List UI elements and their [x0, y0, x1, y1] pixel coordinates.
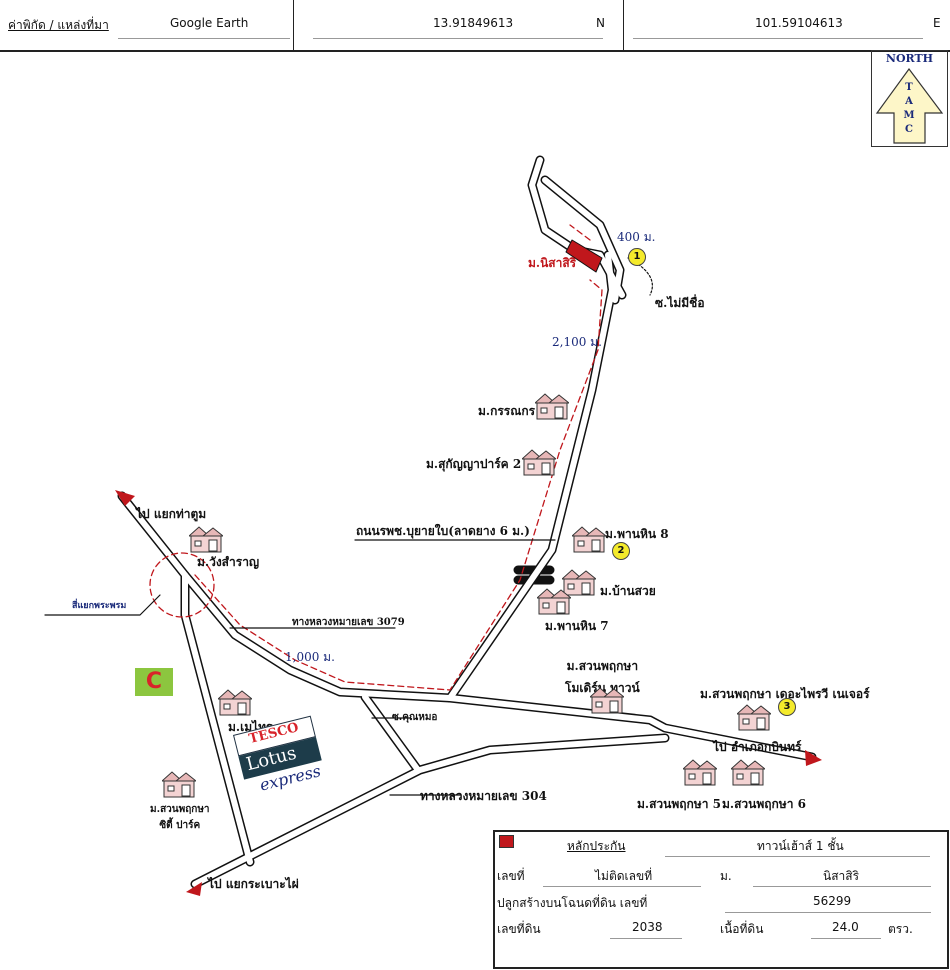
collateral-legend: หลักประกัน ทาวน์เฮ้าส์ 1 ชั้น เลขที่ ไม่…: [493, 830, 949, 969]
label-2100m: 2,100 ม.: [552, 335, 602, 349]
latitude-dir: N: [596, 16, 605, 30]
badge-2: 2: [612, 542, 630, 560]
label-intersection: สี่แยกพระพรม: [72, 601, 127, 611]
legend-deed-value: 56299: [813, 894, 852, 908]
direction-arrows: [115, 490, 822, 896]
north-letter: A: [905, 96, 913, 107]
longitude-dir: E: [933, 16, 941, 30]
label-road-rpch: ถนนรพช.บุยายใบ(ลาดยาง 6 ม.): [356, 524, 530, 538]
house-icon: [537, 588, 571, 615]
label-1000m: 1,000 ม.: [285, 650, 335, 664]
label-wangsamran: ม.วังสำราญ: [197, 555, 260, 569]
north-arrow-icon: [875, 67, 944, 144]
pointer-lines: [44, 257, 653, 796]
coordinate-header: ค่าพิกัด / แหล่งที่มา Google Earth 13.91…: [0, 0, 950, 52]
bigc-logo: C: [135, 668, 173, 696]
house-icon: [535, 393, 569, 420]
north-letter: T: [905, 82, 913, 93]
house-icon: [731, 759, 765, 786]
label-hwy304: ทางหลวงหมายเลข 304: [420, 789, 547, 803]
legend-village-label: ม.: [720, 869, 732, 883]
source-value: Google Earth: [170, 16, 249, 30]
label-nisasiri: ม.นิสาสิริ: [528, 256, 577, 270]
label-kornnakorn: ม.กรรณกร: [478, 404, 536, 418]
house-icon: [572, 526, 606, 553]
legend-village-value: นิสาสิริ: [823, 869, 860, 883]
latitude-cell: 13.91849613 N: [293, 0, 624, 50]
house-icon: [162, 771, 196, 798]
badge-1: 1: [628, 248, 646, 266]
legend-land-no-label: เลขที่ดิน: [497, 922, 541, 936]
label-soi-no-name: ซ.ไม่มีชื่อ: [655, 296, 705, 310]
legend-deed-label: ปลูกสร้างบนโฉนดที่ดิน เลขที่: [497, 896, 648, 910]
north-arrow: NORTH T A M C: [871, 50, 948, 147]
label-400m: 400 ม.: [617, 230, 656, 244]
legend-land-no-value: 2038: [632, 920, 663, 934]
latitude-value: 13.91849613: [433, 16, 514, 30]
collateral-marker-icon: [499, 835, 514, 848]
north-title: NORTH: [885, 52, 934, 65]
label-hwy3079: ทางหลวงหมายเลข 3079: [292, 617, 405, 628]
label-to-thatum: ไป แยกท่าตูม: [136, 507, 207, 521]
longitude-value: 101.59104613: [755, 16, 843, 30]
house-icon: [218, 689, 252, 716]
house-icon: [522, 449, 556, 476]
legend-no-value: ไม่ติดเลขที่: [595, 869, 653, 883]
route-dashed-line: [149, 224, 603, 691]
label-suanpruksa5: ม.สวนพฤกษา 5: [637, 797, 721, 811]
target-property-marker: [565, 239, 603, 273]
source-cell: ค่าพิกัด / แหล่งที่มา Google Earth: [0, 0, 294, 50]
label-to-krabao: ไป แยกระเบาะไผ่: [208, 877, 299, 891]
label-phanhin7: ม.พานหิน 7: [545, 619, 609, 633]
label-bansuay: ม.บ้านสวย: [600, 584, 656, 598]
house-icon: [737, 704, 771, 731]
label-to-kabin: ไป อำเภอกบินทร์: [713, 740, 802, 754]
label-suanpruksa-forest: ม.สวนพฤกษา เดอะไพรวี เนเจอร์: [700, 687, 870, 701]
house-icon: [683, 759, 717, 786]
label-suanpruksa6: ม.สวนพฤกษา 6: [722, 797, 806, 811]
badge-3: 3: [778, 698, 796, 716]
label-soi-khunmor: ซ.คุณหมอ: [392, 712, 438, 723]
north-letter: C: [905, 124, 913, 135]
legend-area-label: เนื้อที่ดิน: [720, 922, 764, 936]
label-phanhin8: ม.พานหิน 8: [605, 527, 669, 541]
legend-no-label: เลขที่: [497, 869, 525, 883]
house-icon: [590, 687, 624, 714]
north-letter: M: [903, 110, 915, 121]
label-suanpruksa-city: ม.สวนพฤกษา ซิตี้ ปาร์ค: [150, 804, 210, 831]
house-icon: [189, 526, 223, 553]
legend-type: ทาวน์เฮ้าส์ 1 ชั้น: [757, 839, 844, 853]
bigc-logo-text: C: [145, 669, 163, 694]
coord-label: ค่าพิกัด / แหล่งที่มา: [8, 18, 109, 32]
legend-title: หลักประกัน: [567, 839, 626, 853]
label-supanya: ม.สุกัญญาปาร์ค 2: [426, 457, 522, 471]
legend-area-unit: ตรว.: [888, 922, 913, 936]
legend-area-value: 24.0: [832, 920, 859, 934]
longitude-cell: 101.59104613 E: [623, 0, 950, 50]
